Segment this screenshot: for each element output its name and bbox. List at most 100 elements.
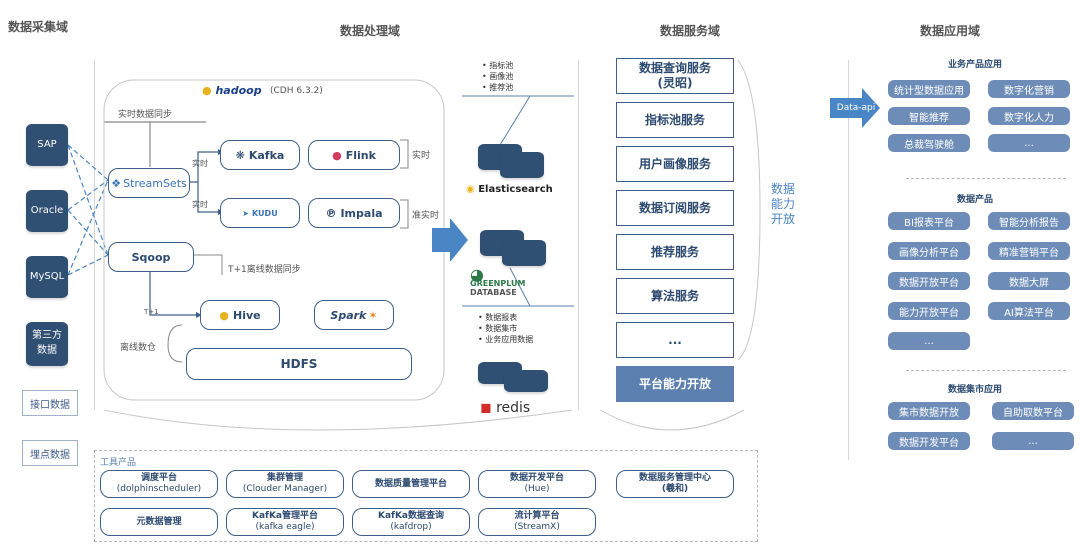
biz-product-item: 总裁驾驶舱 (888, 134, 970, 152)
es-bullet-item: 画像池 (482, 71, 513, 82)
biz-product-item: 统计型数据应用 (888, 80, 970, 98)
hive-label: Hive (233, 308, 261, 322)
offline-warehouse-label: 离线数仓 (120, 343, 157, 353)
tool-sublabel: (dolphinscheduler) (116, 484, 202, 494)
gp-bullet-item: 业务应用数据 (478, 334, 533, 345)
biz-product-item: 数字化营销 (988, 80, 1070, 98)
third-party-line2: 数据 (37, 345, 57, 356)
data-product-item: 精准营销平台 (988, 242, 1070, 260)
service-sublabel: (灵昭) (657, 76, 693, 90)
third-party-line1: 第三方 (32, 330, 62, 341)
separator-apply (848, 60, 849, 460)
tool-scheduler: 调度平台(dolphinscheduler) (100, 470, 218, 498)
kafka-node: ❋ Kafka (220, 140, 300, 170)
mart-apps-head: 数据集市应用 (947, 385, 1002, 395)
greenplum-logo: ◕ GREENPLUM DATABASE (470, 267, 525, 298)
data-product-item: 智能分析报告 (988, 212, 1070, 230)
gp-bullet-item: 数据报表 (478, 312, 533, 323)
streamsets-icon: ❖ (111, 176, 122, 190)
separator-service (578, 60, 579, 410)
domain-title-service: 数据服务域 (660, 24, 721, 38)
data-product-item: ... (888, 332, 970, 350)
tool-service-mgmt: 数据服务管理中心(羲和) (616, 470, 734, 498)
impala-icon: ℗ (325, 206, 337, 220)
data-product-item: BI报表平台 (888, 212, 970, 230)
sqoop-label: Sqoop (131, 250, 171, 264)
service-label: 推荐服务 (650, 244, 699, 259)
service-user-portrait: 用户画像服务 (616, 146, 734, 182)
service-platform-open: 平台能力开放 (616, 366, 734, 402)
tool-label: 数据服务管理中心 (638, 473, 711, 483)
impala-node: ℗ Impala (308, 198, 400, 228)
redis-cube-icon: ◼ (480, 400, 492, 416)
tool-label: 元数据管理 (136, 516, 182, 527)
service-label: 数据查询服务 (638, 61, 711, 75)
separator-collect (94, 60, 95, 410)
hadoop-logo-text: hadoop (215, 84, 262, 97)
tool-sublabel: (Clouder Manager) (242, 484, 328, 494)
hive-bee-icon: ● (219, 308, 229, 322)
service-label: 平台能力开放 (638, 376, 711, 391)
data-products-head: 数据产品 (956, 195, 993, 205)
arrow-data-api (830, 88, 880, 128)
apply-divider-2 (906, 370, 1066, 371)
domain-title-apply: 数据应用域 (920, 24, 981, 38)
flink-squirrel-icon: ● (332, 148, 342, 162)
arrow-process-to-storage (432, 218, 468, 262)
streamsets-node: ❖ StreamSets (108, 168, 190, 198)
capability-open-label: 数据能力开放 (770, 182, 795, 226)
elasticsearch-label: Elasticsearch (478, 184, 553, 195)
service-label: 用户画像服务 (638, 156, 711, 171)
service-data-query: 数据查询服务(灵昭) (616, 58, 734, 94)
redis-cylinder-icon-2 (504, 370, 548, 392)
apply-divider (906, 178, 1066, 179)
es-bullet-item: 推荐池 (482, 82, 513, 93)
source-connectors (67, 144, 109, 276)
tool-sublabel: (kafka eagle) (255, 522, 315, 532)
source-tracking-data: 埋点数据 (22, 440, 78, 466)
domain-title-collect: 数据采集域 (8, 20, 69, 34)
edge-realtime-2: 实时 (192, 200, 208, 209)
tool-sublabel: (羲和) (661, 484, 689, 494)
source-oracle: Oracle (26, 190, 68, 232)
mart-app-item: ... (992, 432, 1074, 450)
tool-label: 流计算平台 (514, 511, 560, 521)
data-product-item: 能力开放平台 (888, 302, 970, 320)
flink-label: Flink (345, 148, 376, 162)
kudu-label: KUDU (252, 208, 278, 218)
tool-kafka-query: KafKa数据查询(kafdrop) (352, 508, 470, 536)
t1-label: T+1 (144, 308, 159, 316)
mart-app-item: 数据开发平台 (888, 432, 970, 450)
tool-label: 数据质量管理平台 (374, 478, 447, 489)
service-label: 算法服务 (650, 288, 699, 303)
elasticsearch-icon: ◉ (466, 184, 475, 195)
tool-label: 调度平台 (140, 473, 177, 483)
kafka-label: Kafka (248, 148, 285, 162)
gp-bullets: 数据报表 数据集市 业务应用数据 (478, 312, 533, 345)
biz-product-item: 智能推荐 (888, 107, 970, 125)
service-algorithm: 算法服务 (616, 278, 734, 314)
kudu-node: ➤ KUDU (220, 198, 300, 228)
redis-label: redis (496, 400, 531, 416)
domain-title-process: 数据处理域 (340, 24, 401, 38)
service-recommend: 推荐服务 (616, 234, 734, 270)
tool-sublabel: (StreamX) (514, 522, 560, 532)
service-more: ... (616, 322, 734, 358)
service-label: ... (668, 332, 682, 347)
source-sap: SAP (26, 124, 68, 166)
greenplum-label-2: DATABASE (470, 288, 517, 297)
kudu-bird-icon: ➤ (242, 208, 249, 218)
data-product-item: 数据大屏 (988, 272, 1070, 290)
edge-realtime-1: 实时 (192, 159, 208, 168)
cdh-version: (CDH 6.3.2) (270, 86, 323, 96)
mart-app-item: 自助取数平台 (992, 402, 1074, 420)
t1-offline-sync-label: T+1离线数据同步 (228, 265, 301, 275)
biz-product-item: ... (988, 134, 1070, 152)
hadoop-logo: ● hadoop (202, 84, 262, 97)
service-data-subscribe: 数据订阅服务 (616, 190, 734, 226)
kafka-icon: ❋ (235, 148, 245, 162)
tool-data-quality: 数据质量管理平台 (352, 470, 470, 498)
sqoop-node: Sqoop (108, 242, 194, 272)
realtime-label: 实时 (412, 151, 431, 161)
